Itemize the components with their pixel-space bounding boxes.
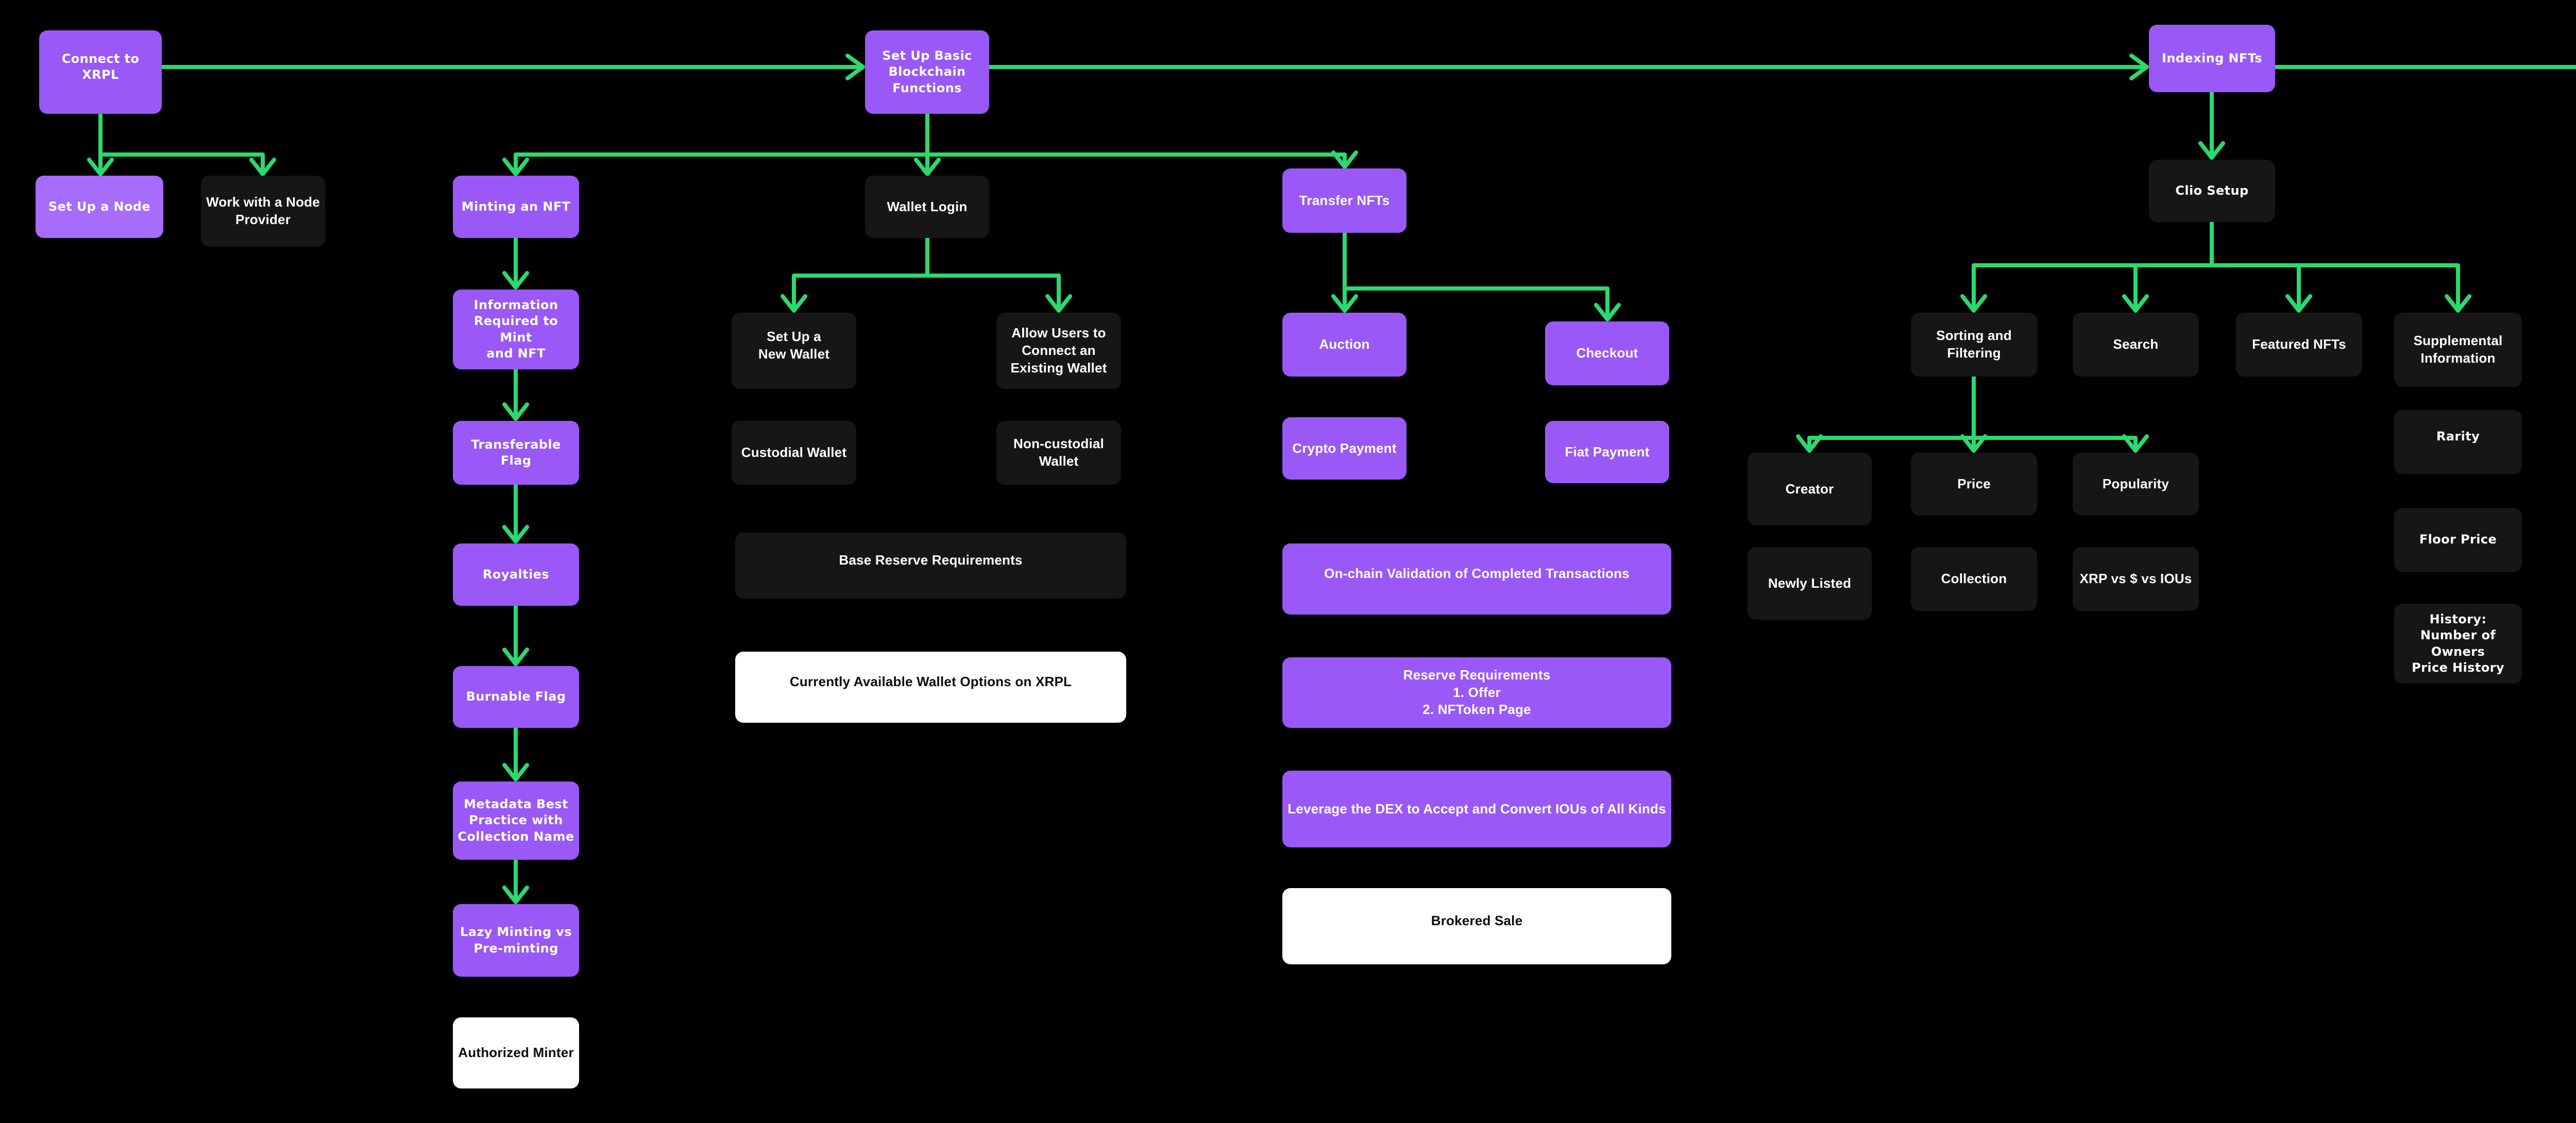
node-label: Reserve Requirements 1. Offer 2. NFToken… bbox=[1403, 667, 1551, 718]
node-royalties[interactable]: Royalties bbox=[453, 543, 579, 606]
node-connect-existing-wallet[interactable]: Allow Users to Connect an Existing Walle… bbox=[996, 313, 1121, 389]
arrow-transfer-children bbox=[1331, 231, 1621, 321]
node-fiat-payment[interactable]: Fiat Payment bbox=[1545, 421, 1669, 483]
node-featured-nfts[interactable]: Featured NFTs bbox=[2236, 313, 2362, 377]
node-label: Set Up a New Wallet bbox=[758, 329, 830, 362]
node-wallet-options-xrpl[interactable]: Currently Available Wallet Options on XR… bbox=[735, 652, 1126, 723]
node-collection[interactable]: Collection bbox=[1911, 547, 2037, 611]
node-setup-basic-blockchain-functions[interactable]: Set Up Basic Blockchain Functions bbox=[865, 30, 989, 114]
arrow-wallet-children bbox=[781, 236, 1072, 313]
node-clio-setup[interactable]: Clio Setup bbox=[2149, 160, 2275, 222]
node-newly-listed[interactable]: Newly Listed bbox=[1748, 547, 1872, 620]
node-supplemental-information[interactable]: Supplemental Information bbox=[2394, 313, 2522, 387]
node-label: Featured NFTs bbox=[2252, 336, 2346, 352]
node-xrp-vs-usd-vs-ious[interactable]: XRP vs $ vs IOUs bbox=[2073, 547, 2199, 611]
node-work-with-node-provider[interactable]: Work with a Node Provider bbox=[201, 176, 325, 247]
node-label: Sorting and Filtering bbox=[1936, 328, 2012, 361]
node-label: Fiat Payment bbox=[1565, 444, 1650, 460]
node-history[interactable]: History: Number of Owners Price History bbox=[2394, 604, 2522, 684]
node-label: Rarity bbox=[2436, 429, 2480, 444]
node-label: Leverage the DEX to Accept and Convert I… bbox=[1287, 801, 1666, 816]
node-label: Clio Setup bbox=[2175, 183, 2249, 198]
node-floor-price[interactable]: Floor Price bbox=[2394, 508, 2522, 572]
node-checkout[interactable]: Checkout bbox=[1545, 321, 1669, 385]
arrow-indexing-to-clio bbox=[2198, 90, 2225, 160]
arrow-minting-chain bbox=[502, 236, 529, 904]
node-onchain-validation[interactable]: On-chain Validation of Completed Transac… bbox=[1282, 543, 1671, 615]
arrow-indexing-to-caching bbox=[2273, 65, 2576, 69]
node-label: Currently Available Wallet Options on XR… bbox=[789, 674, 1072, 690]
node-label: Price bbox=[1957, 475, 1991, 491]
node-label: Transfer NFTs bbox=[1299, 192, 1390, 208]
node-label: Brokered Sale bbox=[1431, 913, 1523, 929]
node-auction[interactable]: Auction bbox=[1282, 313, 1406, 377]
node-label: Checkout bbox=[1576, 345, 1638, 361]
node-label: Minting an NFT bbox=[461, 199, 571, 214]
arrow-clio-children bbox=[1960, 220, 2471, 313]
node-base-reserve-requirements[interactable]: Base Reserve Requirements bbox=[735, 533, 1126, 599]
node-connect-to-xrpl[interactable]: Connect to XRPL bbox=[39, 30, 162, 114]
node-label: Indexing NFTs bbox=[2162, 50, 2262, 65]
node-label: Lazy Minting vs Pre-minting bbox=[460, 925, 572, 956]
node-label: Royalties bbox=[483, 567, 549, 582]
node-label: Creator bbox=[1785, 481, 1834, 497]
node-set-up-a-node[interactable]: Set Up a Node bbox=[36, 176, 163, 238]
node-label: History: Number of Owners Price History bbox=[2412, 612, 2504, 675]
node-label: Floor Price bbox=[2419, 532, 2497, 547]
node-wallet-login[interactable]: Wallet Login bbox=[865, 176, 989, 238]
node-label: XRP vs $ vs IOUs bbox=[2079, 571, 2192, 587]
node-label: Supplemental Information bbox=[2413, 333, 2503, 366]
node-label: Allow Users to Connect an Existing Walle… bbox=[1010, 325, 1107, 376]
node-label: Auction bbox=[1319, 336, 1370, 352]
node-rarity[interactable]: Rarity bbox=[2394, 410, 2522, 474]
node-creator[interactable]: Creator bbox=[1748, 453, 1872, 525]
node-label: Custodial Wallet bbox=[741, 445, 847, 461]
node-label: Work with a Node Provider bbox=[206, 194, 320, 227]
node-leverage-dex[interactable]: Leverage the DEX to Accept and Convert I… bbox=[1282, 771, 1671, 847]
node-label: Search bbox=[2113, 336, 2159, 352]
node-non-custodial-wallet[interactable]: Non-custodial Wallet bbox=[996, 421, 1121, 485]
arrow-setupbasic-to-indexing bbox=[987, 54, 2149, 80]
node-label: Information Required to Mint and NFT bbox=[473, 298, 558, 361]
arrow-sorting-children bbox=[1796, 375, 2149, 453]
node-brokered-sale[interactable]: Brokered Sale bbox=[1282, 888, 1671, 964]
node-label: Transferable Flag bbox=[471, 437, 561, 468]
node-lazy-minting[interactable]: Lazy Minting vs Pre-minting bbox=[453, 904, 579, 977]
node-label: Set Up Basic Blockchain Functions bbox=[882, 48, 972, 95]
node-label: Collection bbox=[1941, 571, 2007, 587]
node-authorized-minter[interactable]: Authorized Minter bbox=[453, 1017, 579, 1088]
node-label: Newly Listed bbox=[1768, 575, 1852, 591]
node-label: Base Reserve Requirements bbox=[839, 552, 1023, 568]
node-popularity[interactable]: Popularity bbox=[2073, 453, 2199, 515]
node-label: Non-custodial Wallet bbox=[1013, 436, 1104, 469]
node-sorting-and-filtering[interactable]: Sorting and Filtering bbox=[1911, 313, 2037, 377]
node-label: Wallet Login bbox=[887, 198, 968, 214]
node-custodial-wallet[interactable]: Custodial Wallet bbox=[732, 421, 856, 485]
node-indexing-nfts[interactable]: Indexing NFTs bbox=[2149, 25, 2275, 92]
node-label: Connect to XRPL bbox=[61, 51, 140, 82]
node-information-required[interactable]: Information Required to Mint and NFT bbox=[453, 290, 579, 369]
node-reserve-requirements[interactable]: Reserve Requirements 1. Offer 2. NFToken… bbox=[1282, 657, 1671, 728]
node-search[interactable]: Search bbox=[2073, 313, 2199, 377]
arrow-connect-to-setupbasic bbox=[160, 54, 865, 80]
node-label: Popularity bbox=[2102, 475, 2170, 491]
node-set-up-new-wallet[interactable]: Set Up a New Wallet bbox=[732, 313, 856, 389]
arrow-connect-children bbox=[87, 112, 276, 176]
node-label: Authorized Minter bbox=[458, 1045, 574, 1061]
arrow-setupbasic-children bbox=[502, 112, 1358, 176]
node-label: Metadata Best Practice with Collection N… bbox=[457, 797, 574, 844]
node-metadata-best-practice[interactable]: Metadata Best Practice with Collection N… bbox=[453, 781, 579, 860]
node-burnable-flag[interactable]: Burnable Flag bbox=[453, 666, 579, 728]
node-transfer-nfts[interactable]: Transfer NFTs bbox=[1282, 168, 1406, 233]
node-label: On-chain Validation of Completed Transac… bbox=[1324, 566, 1630, 582]
node-minting-an-nft[interactable]: Minting an NFT bbox=[453, 176, 579, 238]
node-crypto-payment[interactable]: Crypto Payment bbox=[1282, 417, 1406, 480]
node-label: Set Up a Node bbox=[48, 199, 151, 214]
node-label: Crypto Payment bbox=[1292, 440, 1397, 456]
node-label: Burnable Flag bbox=[466, 689, 566, 704]
node-transferable-flag[interactable]: Transferable Flag bbox=[453, 421, 579, 485]
node-price[interactable]: Price bbox=[1911, 453, 2037, 515]
